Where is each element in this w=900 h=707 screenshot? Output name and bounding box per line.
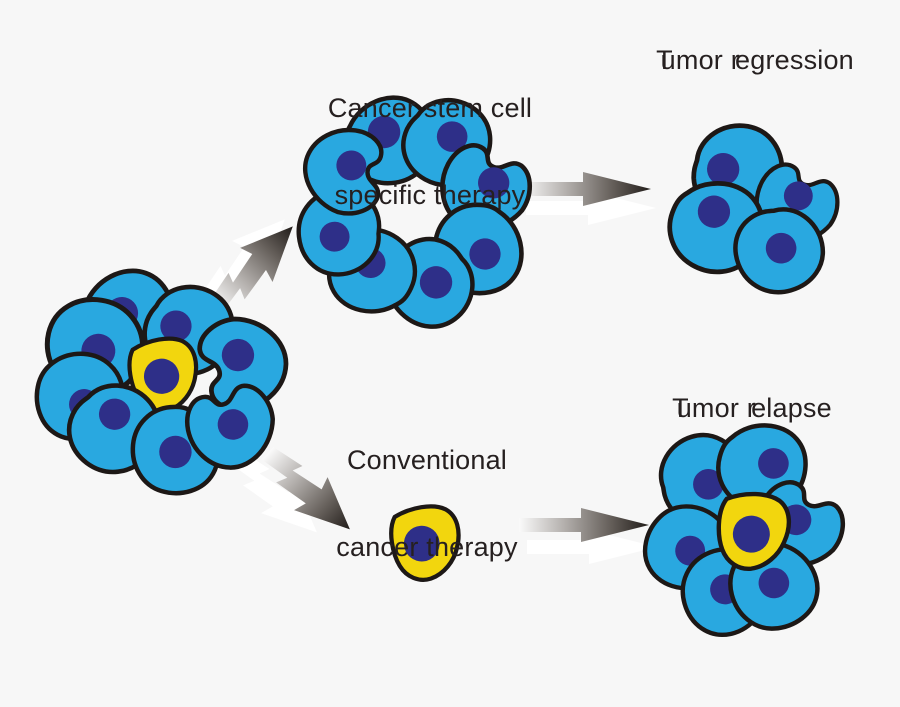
nucleus xyxy=(783,181,813,211)
cancer-cell xyxy=(171,364,290,483)
cancer-cell xyxy=(431,201,525,297)
nucleus xyxy=(217,409,249,440)
cancer-cell xyxy=(660,172,771,282)
cancer-cell xyxy=(643,420,761,539)
label-tumor-regression: Tumor regression xyxy=(656,45,854,75)
nucleus xyxy=(336,150,367,181)
nucleus xyxy=(478,167,510,199)
cancer-cell xyxy=(393,88,502,197)
nucleus xyxy=(693,469,724,500)
label-line: Cancer stem cell xyxy=(327,93,533,123)
nucleus xyxy=(707,152,740,186)
nucleus xyxy=(765,232,797,264)
cancer-cell xyxy=(55,370,172,488)
csc-depleted-cluster xyxy=(287,88,537,341)
cancer-cell xyxy=(750,156,843,247)
nucleus xyxy=(98,398,131,430)
cancer-cell xyxy=(435,137,536,236)
cancer-stem-cell xyxy=(714,490,791,572)
label-line: cancer therapy xyxy=(336,532,518,562)
nucleus xyxy=(160,310,192,342)
nucleus xyxy=(159,435,192,469)
label-line: specific therapy xyxy=(334,180,526,210)
nucleus xyxy=(143,358,180,394)
tumor-relapse-cluster xyxy=(635,418,847,649)
cancer-cell xyxy=(177,301,303,426)
cancer-cell xyxy=(292,115,404,228)
cancer-cell xyxy=(372,225,488,341)
nucleus xyxy=(758,448,789,479)
label-tumor-relapse: Tumor relapse xyxy=(672,393,832,423)
tumor-regression-cluster xyxy=(660,120,843,308)
cancer-stem-cell xyxy=(127,336,201,414)
nucleus xyxy=(732,515,770,553)
nucleus xyxy=(319,221,350,252)
cancer-cell xyxy=(721,192,837,308)
cancer-cell xyxy=(126,400,224,500)
original-tumor-cluster xyxy=(29,260,303,501)
surviving-stem-cell xyxy=(389,504,462,582)
nucleus xyxy=(758,567,790,599)
cancer-cell xyxy=(712,418,812,516)
cancer-cell xyxy=(687,120,788,222)
cancer-cell xyxy=(715,527,831,644)
nucleus xyxy=(469,238,501,270)
label-line: Conventional xyxy=(346,445,507,475)
label-csc-therapy: Cancer stem cell specific therapy xyxy=(280,36,580,268)
nucleus xyxy=(436,121,468,152)
nucleus xyxy=(403,525,440,562)
nucleus xyxy=(697,195,731,228)
cancer-cell xyxy=(287,179,393,286)
label-conventional-therapy: Conventional cancer therapy xyxy=(277,388,577,620)
nucleus xyxy=(221,338,255,372)
nucleus xyxy=(419,266,453,299)
cancer-cell xyxy=(136,277,241,383)
